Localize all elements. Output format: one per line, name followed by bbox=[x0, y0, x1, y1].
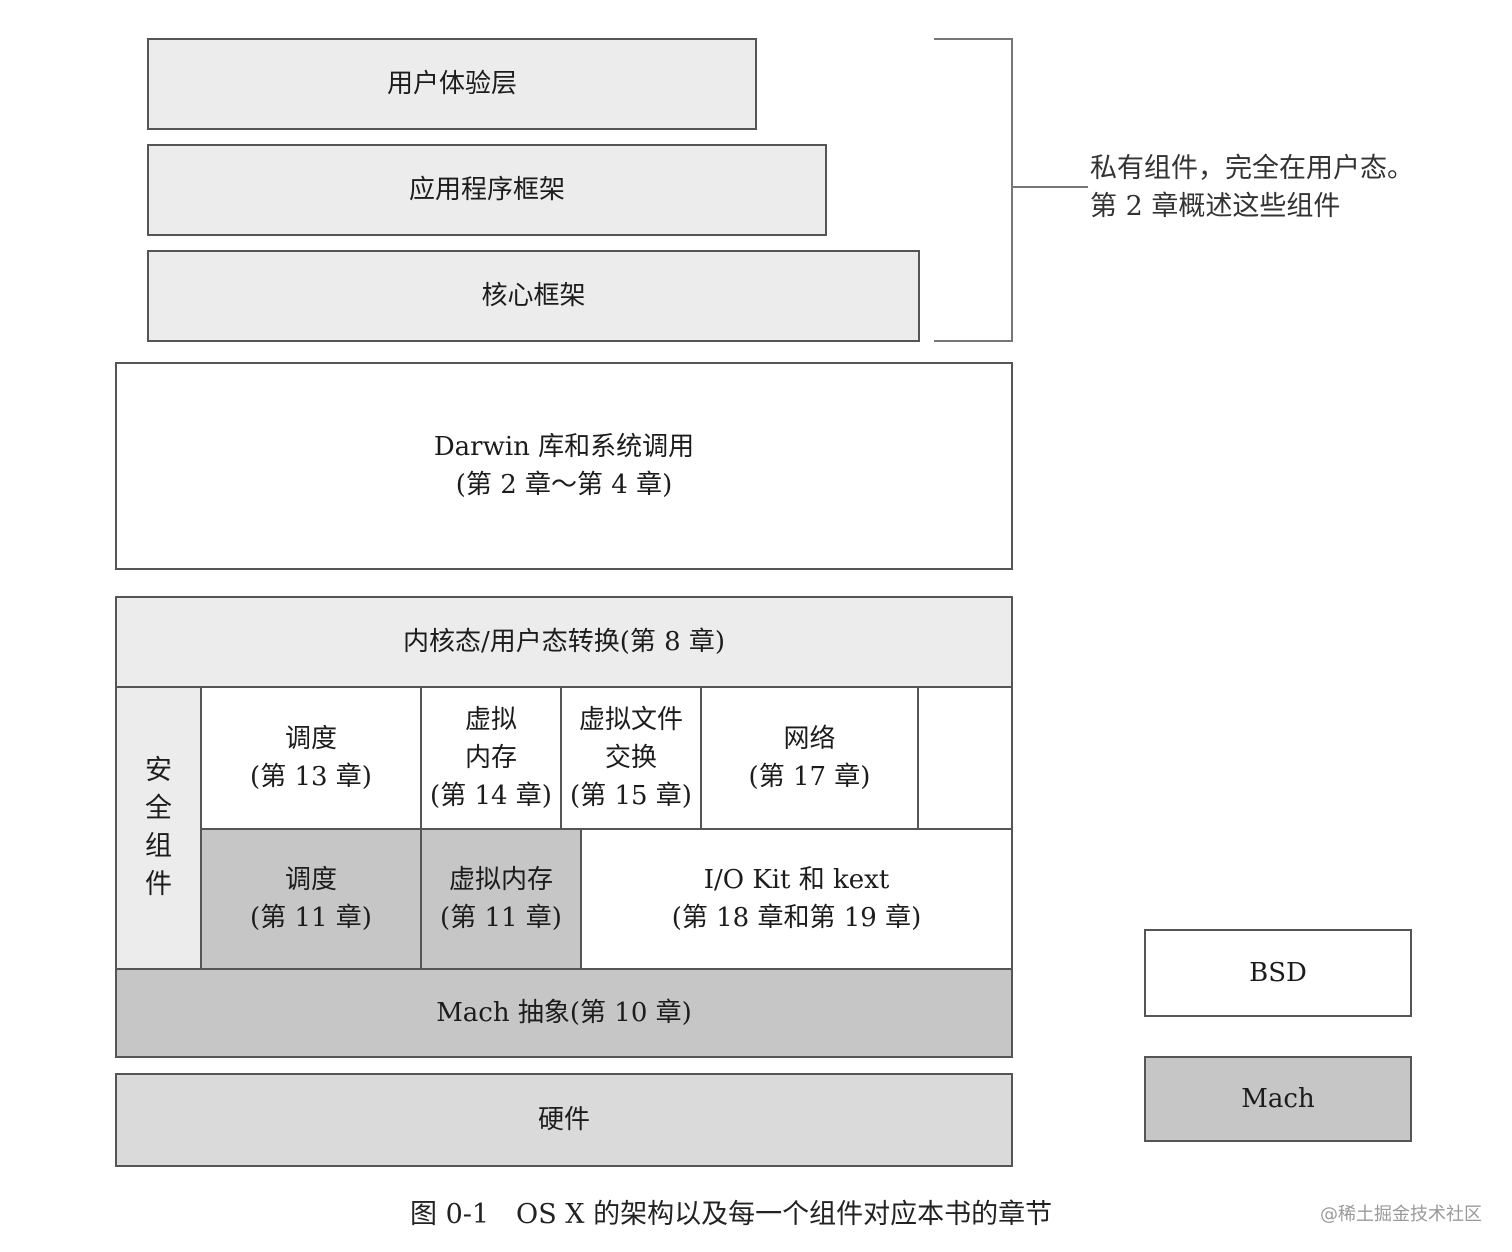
bsd-scheduling-chapter: (第 13 章) bbox=[250, 762, 372, 792]
bsd-vm-title-2: 内存 bbox=[464, 743, 517, 773]
bracket-pointer bbox=[1012, 186, 1088, 188]
mach-abstraction-label: Mach 抽象(第 10 章) bbox=[436, 998, 692, 1028]
virtual-file-switch: 虚拟文件 交换 (第 15 章) bbox=[560, 686, 702, 830]
bsd-virtual-memory: 虚拟 内存 (第 14 章) bbox=[420, 686, 562, 830]
mach-virtual-memory: 虚拟内存 (第 11 章) bbox=[420, 828, 582, 970]
networking: 网络 (第 17 章) bbox=[700, 686, 919, 830]
darwin-label-line2: (第 2 章～第 4 章) bbox=[455, 470, 673, 500]
bsd-scheduling-title: 调度 bbox=[284, 724, 337, 754]
bracket-top bbox=[934, 38, 1012, 40]
bsd-vm-chapter: (第 14 章) bbox=[430, 781, 552, 811]
private-components-note: 私有组件，完全在用户态。 第 2 章概述这些组件 bbox=[1090, 150, 1414, 226]
mach-abstraction: Mach 抽象(第 10 章) bbox=[115, 968, 1013, 1058]
security-char-4: 件 bbox=[145, 869, 172, 900]
bsd-scheduling: 调度 (第 13 章) bbox=[200, 686, 422, 830]
mach-vm-title: 虚拟内存 bbox=[448, 865, 553, 895]
core-frameworks-layer: 核心框架 bbox=[147, 250, 920, 342]
io-kit-kext: I/O Kit 和 kext (第 18 章和第 19 章) bbox=[580, 828, 1013, 970]
private-note-line1: 私有组件，完全在用户态。 bbox=[1090, 153, 1414, 184]
legend-mach-label: Mach bbox=[1241, 1084, 1315, 1114]
bsd-vm-title-1: 虚拟 bbox=[464, 705, 517, 735]
application-frameworks-label: 应用程序框架 bbox=[408, 175, 565, 205]
io-kit-title: I/O Kit 和 kext bbox=[703, 865, 890, 895]
darwin-libraries-layer: Darwin 库和系统调用 (第 2 章～第 4 章) bbox=[115, 362, 1013, 570]
legend-bsd: BSD bbox=[1144, 929, 1412, 1017]
kernel-user-transition: 内核态/用户态转换(第 8 章) bbox=[115, 596, 1013, 688]
vfs-title-2: 交换 bbox=[604, 743, 657, 773]
vfs-title-1: 虚拟文件 bbox=[578, 705, 683, 735]
security-char-2: 全 bbox=[145, 793, 172, 824]
bracket-bottom bbox=[934, 340, 1012, 342]
security-components: 安 全 组 件 bbox=[115, 686, 202, 970]
security-char-3: 组 bbox=[145, 831, 172, 862]
darwin-label-line1: Darwin 库和系统调用 bbox=[433, 432, 695, 462]
core-frameworks-label: 核心框架 bbox=[481, 281, 586, 311]
application-frameworks-layer: 应用程序框架 bbox=[147, 144, 827, 236]
hardware-label: 硬件 bbox=[537, 1105, 590, 1135]
private-note-line2: 第 2 章概述这些组件 bbox=[1090, 191, 1341, 222]
networking-title: 网络 bbox=[783, 724, 836, 754]
networking-chapter: (第 17 章) bbox=[748, 762, 871, 792]
user-experience-layer: 用户体验层 bbox=[147, 38, 757, 130]
user-experience-label: 用户体验层 bbox=[386, 69, 517, 99]
io-kit-chapter: (第 18 章和第 19 章) bbox=[671, 903, 922, 933]
legend-bsd-label: BSD bbox=[1249, 958, 1307, 988]
mach-scheduling-chapter: (第 11 章) bbox=[250, 903, 372, 933]
vfs-chapter: (第 15 章) bbox=[570, 781, 692, 811]
bracket-vertical bbox=[1011, 38, 1013, 342]
mach-vm-chapter: (第 11 章) bbox=[440, 903, 562, 933]
figure-caption: 图 0-1 OS X 的架构以及每一个组件对应本书的章节 bbox=[410, 1199, 1053, 1230]
transition-label: 内核态/用户态转换(第 8 章) bbox=[402, 627, 726, 657]
mach-scheduling-title: 调度 bbox=[284, 865, 337, 895]
hardware-layer: 硬件 bbox=[115, 1073, 1013, 1167]
security-char-1: 安 bbox=[145, 755, 172, 786]
mach-scheduling: 调度 (第 11 章) bbox=[200, 828, 422, 970]
watermark: @稀土掘金技术社区 bbox=[1320, 1204, 1482, 1225]
legend-mach: Mach bbox=[1144, 1056, 1412, 1142]
